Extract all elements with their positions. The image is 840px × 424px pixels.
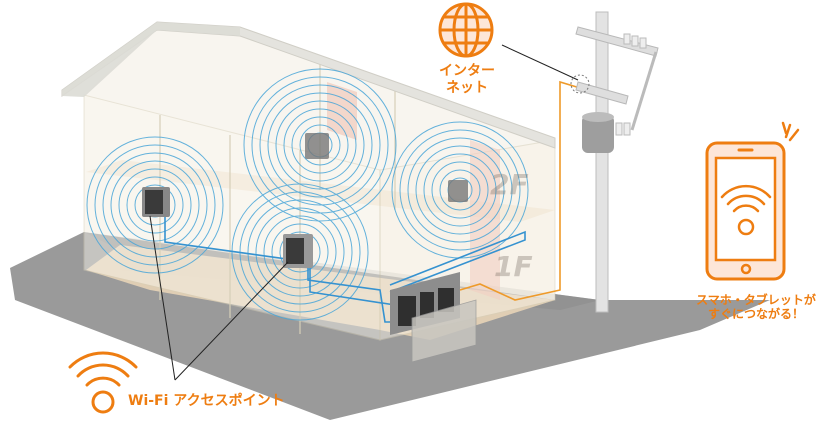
internet-pointer-line (501, 44, 579, 81)
ap-pointer-lines (149, 215, 289, 381)
smartphone-caption-line1: スマホ・タブレットが (696, 293, 816, 307)
access-point-label: Wi-Fi アクセスポイント (128, 393, 285, 409)
floor-2f-label: 2F (490, 168, 529, 201)
globe-icon (438, 2, 494, 58)
internet-label-line2: ネット (446, 79, 488, 96)
lan-cables (164, 215, 526, 323)
house (61, 21, 556, 341)
wifi-waves (86, 68, 529, 321)
floor-1f-label: 1F (494, 250, 533, 283)
network-panel (390, 272, 477, 363)
fiber-line (459, 80, 581, 301)
utility-pole-icon (570, 11, 659, 313)
internet-label-line1: インター (439, 63, 495, 79)
access-point-device-icon (142, 133, 468, 268)
smartphone-caption-line2: すぐにつながる！ (707, 307, 804, 322)
smartphone-icon (705, 121, 800, 281)
connection-point-icon (570, 74, 590, 94)
wifi-icon (68, 351, 138, 414)
internet-label: インター ネット (432, 63, 502, 97)
smartphone-caption: スマホ・タブレットが すぐにつながる！ (672, 293, 840, 322)
